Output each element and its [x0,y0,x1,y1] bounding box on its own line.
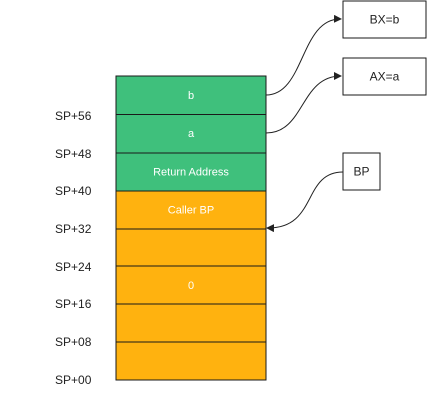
ax-box [342,57,427,96]
offset-label: SP+32 [55,222,92,236]
cell-local-1 [115,228,267,267]
cell-local-3 [115,303,267,343]
stack-cells [115,75,267,381]
ax-box-label: AX=a [370,70,400,84]
bx-box-label: BX=b [370,13,400,27]
cell-label-a: a [188,128,195,140]
offset-label: SP+40 [55,184,92,198]
cell-a [115,114,267,154]
cell-label-b: b [188,90,194,102]
cell-b [115,75,267,115]
cell-return-address [115,152,267,192]
cell-labels: b a Return Address Caller BP 0 [153,90,229,292]
offset-label: SP+08 [55,335,92,349]
cell-label-caller-bp: Caller BP [168,205,214,217]
register-boxes: BX=b AX=a BP [342,0,427,191]
cell-local-4 [115,341,267,381]
offset-label: SP+00 [55,373,92,387]
connectors [265,14,344,233]
offset-label: SP+48 [55,147,92,161]
cell-label-zero: 0 [188,280,194,292]
ax-to-a-arrow [265,72,342,134]
bp-to-caller-bp-arrow [266,171,344,233]
bp-box-label: BP [353,165,369,179]
offset-label: SP+16 [55,297,92,311]
bx-to-b-arrow [265,14,342,96]
offset-labels: SP+56 SP+48 SP+40 SP+32 SP+24 SP+16 SP+0… [55,109,92,387]
cell-label-return-address: Return Address [153,167,229,179]
bx-box [342,0,427,39]
offset-label: SP+56 [55,109,92,123]
offset-label: SP+24 [55,260,92,274]
cell-caller-bp [115,190,267,230]
